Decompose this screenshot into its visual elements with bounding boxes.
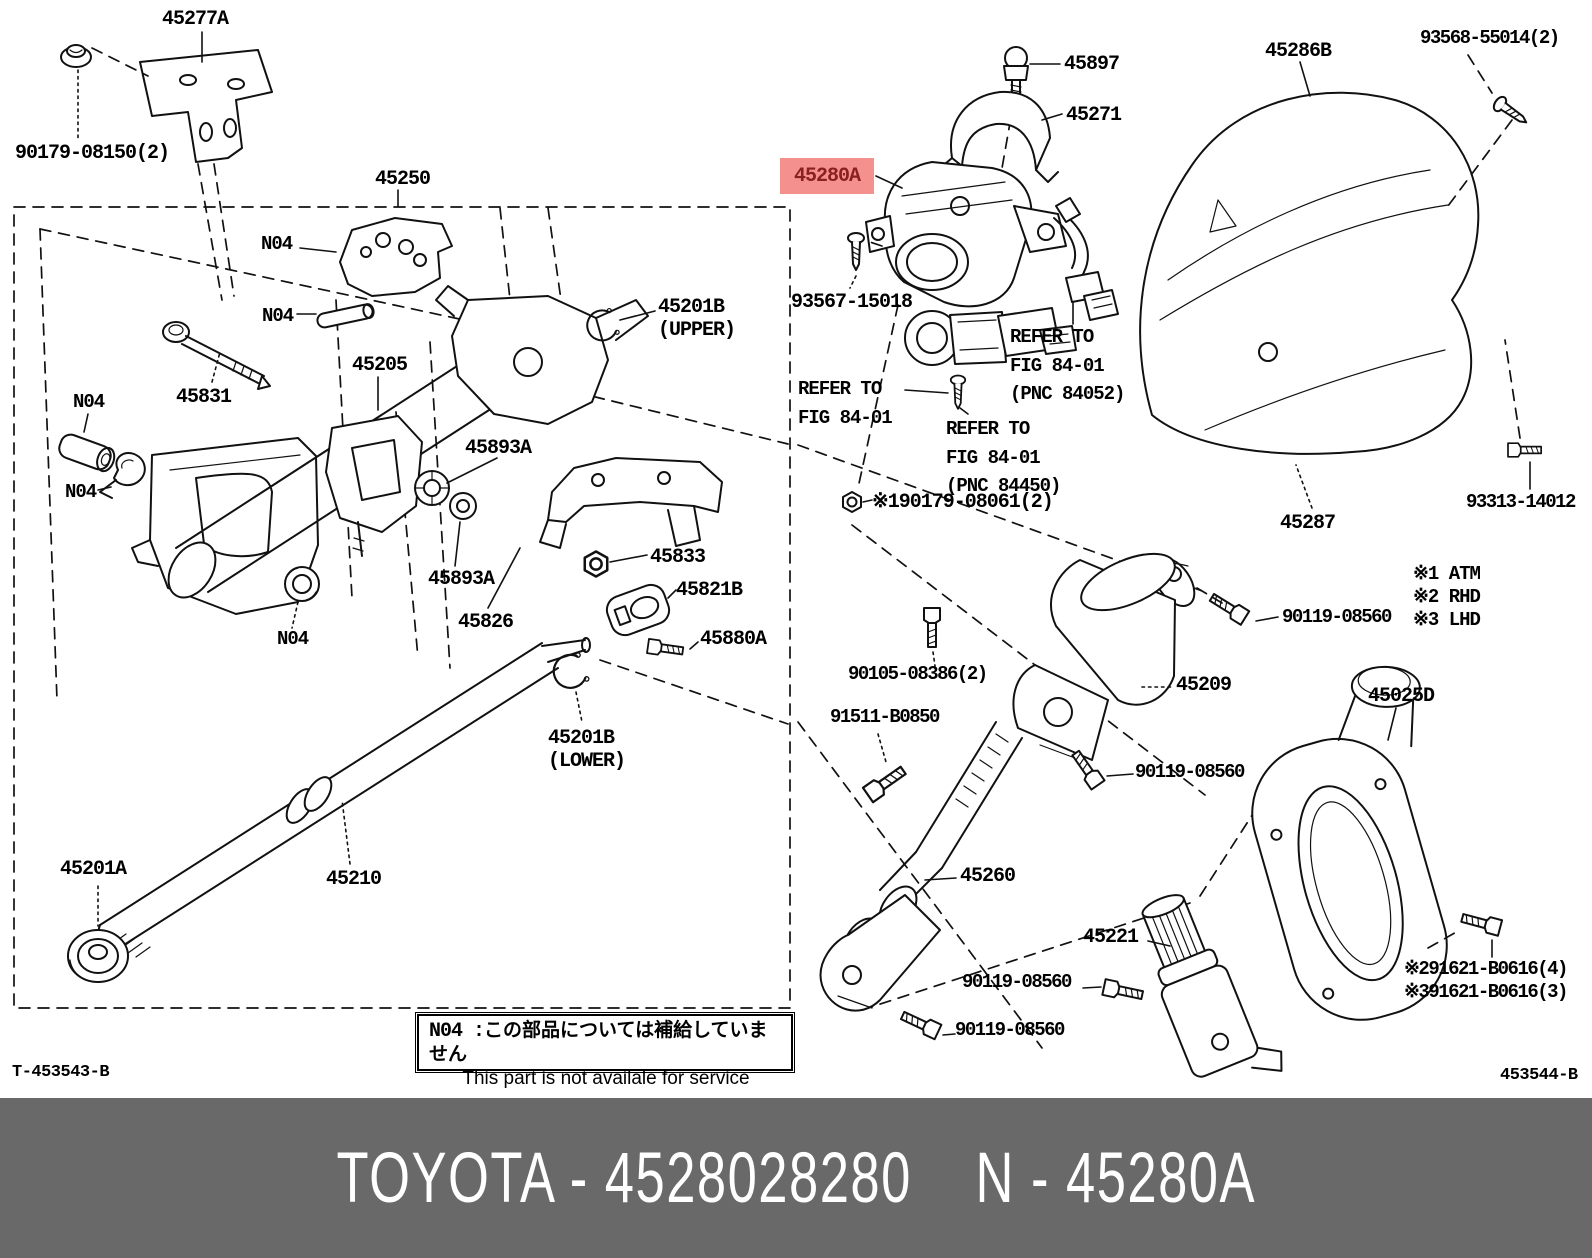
- part-intermediate-shaft-45260: [819, 721, 1023, 1012]
- part-label-45286b: 45286B: [1265, 40, 1332, 63]
- footer-banner: TOYOTA - 4528028280 N - 45280A: [0, 1098, 1592, 1258]
- part-n04-grommet: [284, 566, 320, 629]
- part-stub-45221: [1141, 805, 1283, 1078]
- part-label-90179-08150: 90179-08150(2): [15, 142, 170, 165]
- part-washer-45893a: [414, 457, 498, 567]
- part-label-90105-08386: 90105-08386(2): [848, 663, 988, 685]
- part-bolt-90119-4: [898, 1007, 956, 1041]
- part-n04-bracket: [299, 217, 453, 297]
- part-label-45201b-lower: 45201B (LOWER): [548, 727, 626, 773]
- variant-note-lhd: ※3 LHD: [1413, 609, 1481, 631]
- part-bolt-91511: [861, 733, 910, 804]
- part-label-n04-a: N04: [261, 233, 293, 255]
- part-label-45201b-upper: 45201B (UPPER): [658, 296, 736, 342]
- part-label-45893a-1: 45893A: [465, 437, 532, 460]
- part-ignition-housing-45280a: [857, 161, 1067, 489]
- part-label-45260: 45260: [960, 865, 1016, 888]
- part-label-n04-d: N04: [65, 481, 97, 503]
- part-interlock-motor: [904, 310, 1007, 366]
- part-label-45893a-2: 45893A: [428, 568, 495, 591]
- part-label-45897: 45897: [1064, 53, 1120, 76]
- part-ujoint-45209: [1012, 552, 1196, 761]
- service-note-box: N04 :この部品については補給していません This part is not …: [415, 1012, 795, 1089]
- service-note-jp: この部品については補給していません: [429, 1020, 768, 1065]
- part-label-45287: 45287: [1280, 512, 1336, 535]
- part-label-45025d: 45025D: [1368, 685, 1435, 708]
- part-interlock-solenoid: [904, 307, 1077, 415]
- part-nut-45833: [583, 550, 648, 578]
- part-harness: [1053, 197, 1119, 325]
- part-label-93568-55014: 93568-55014(2): [1420, 27, 1560, 49]
- refer-note-pnc84450: REFER TO FIG 84-01 (PNC 84450): [946, 418, 1061, 497]
- part-screw-93313: [1504, 339, 1543, 490]
- part-screw-93567: [847, 232, 865, 289]
- part-label-45821b: 45821B: [676, 579, 743, 602]
- service-note-line1: N04 :この部品については補給していません: [429, 1020, 783, 1068]
- part-label-90119-1: 90119-08560: [1282, 606, 1392, 628]
- part-screw-93568: [1447, 54, 1532, 207]
- part-snapring-upper: [582, 306, 656, 345]
- variant-note-atm: ※1 ATM: [1413, 563, 1481, 585]
- part-label-n04-c: N04: [73, 391, 105, 413]
- part-label-45221: 45221: [1083, 926, 1139, 949]
- part-label-45277a: 45277A: [162, 8, 229, 31]
- refer-note-fig8401: REFER TO FIG 84-01: [798, 378, 893, 429]
- part-label-90119-3: 90119-08560: [962, 971, 1072, 993]
- part-snapring-lower: [548, 650, 592, 723]
- banner-part-code: N - 45280A: [975, 1138, 1256, 1218]
- part-clamp-45821b: [605, 583, 677, 637]
- part-bracket-45826: [487, 457, 723, 609]
- part-bolt-90119-3: [1082, 978, 1145, 1004]
- part-label-93313-14012: 93313-14012: [1466, 491, 1576, 513]
- part-label-45209: 45209: [1176, 674, 1232, 697]
- part-n04-collar: [58, 413, 116, 473]
- part-label-45271: 45271: [1066, 104, 1122, 127]
- part-label-45205: 45205: [352, 354, 408, 377]
- part-bolt-45831: [162, 321, 271, 390]
- part-nut-90179-08061: [842, 491, 873, 513]
- part-n04-clip: [97, 452, 146, 499]
- part-grommet-90179: [60, 44, 92, 139]
- part-label-91511-b0850: 91511-B0850: [830, 706, 940, 728]
- part-label-90179-08061: ※190179-08061(2): [872, 491, 1054, 514]
- part-column-tube-45205: [167, 285, 649, 599]
- part-label-45833: 45833: [650, 546, 706, 569]
- part-main-shaft-45210: [97, 637, 591, 958]
- part-boot-45025d: [1251, 665, 1448, 1021]
- sheet-code-left: T-453543-B: [12, 1063, 110, 1082]
- part-bolt-91621: [1427, 909, 1504, 958]
- part-label-45201a: 45201A: [60, 858, 127, 881]
- part-label-45826: 45826: [458, 611, 514, 634]
- banner-part-number: TOYOTA - 4528028280: [336, 1138, 912, 1218]
- sheet-code-right: 453544-B: [1500, 1066, 1578, 1085]
- part-bolt-90119-2: [1068, 747, 1134, 791]
- part-bolt-45880a: [646, 637, 699, 659]
- service-note-code: N04 :: [429, 1020, 485, 1043]
- variant-note-rhd: ※2 RHD: [1413, 586, 1481, 608]
- part-bolt-90119-1: [1196, 587, 1279, 626]
- part-label-93567-15018: 93567-15018: [791, 291, 913, 314]
- banner-text: TOYOTA - 4528028280 N - 45280A: [336, 1138, 1256, 1219]
- part-bolt-90105: [923, 607, 941, 667]
- part-label-45280a-highlighted[interactable]: 45280A: [780, 158, 874, 194]
- part-label-90119-4: 90119-08560: [955, 1019, 1065, 1041]
- part-bracket-45277a: [91, 31, 273, 301]
- part-label-90119-2: 90119-08560: [1135, 761, 1245, 783]
- part-cap-45201a: [67, 885, 129, 983]
- part-label-91621-3: ※391621-B0616(3): [1404, 981, 1568, 1003]
- part-label-n04-e: N04: [277, 628, 309, 650]
- part-label-45210: 45210: [326, 868, 382, 891]
- part-label-45250: 45250: [375, 168, 431, 191]
- part-label-45880a: 45880A: [700, 628, 767, 651]
- part-column-cover: [1139, 61, 1480, 509]
- part-label-45831: 45831: [176, 386, 232, 409]
- part-label-n04-b: N04: [262, 305, 294, 327]
- refer-note-pnc84052: REFER TO FIG 84-01 (PNC 84052): [1010, 326, 1125, 405]
- part-bolt-45897: [991, 46, 1061, 226]
- service-note-en: This part is not availale for service: [462, 1068, 750, 1089]
- part-n04-pin: [296, 303, 375, 329]
- part-label-91621-4: ※291621-B0616(4): [1404, 958, 1568, 980]
- main-assembly-box: [13, 206, 791, 1009]
